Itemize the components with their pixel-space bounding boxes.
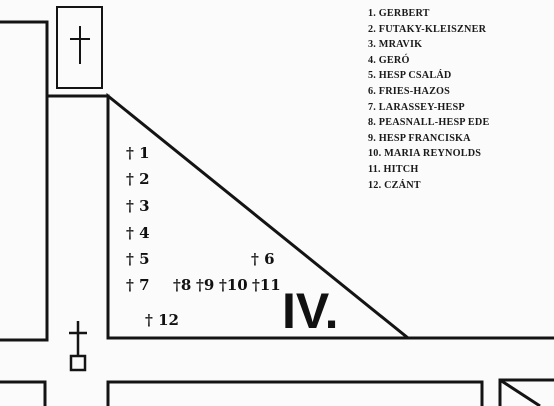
grave-marker-6: † 6 [251,250,275,268]
legend-item: 3. MRAVIK [368,39,423,51]
grave-marker-3: † 3 [126,197,150,215]
legend-item: 8. PEASNALL-HESP EDE [368,117,490,129]
grave-markers: † 1 † 2 † 3 † 4 † 5 † 6 † 7 †8 †9 †10†11 † 12 [126,144,281,329]
grave-marker-7: † 7 [126,276,150,294]
legend-item: 4. GERÓ [368,54,410,66]
legend-item: 12. CZÁNT [368,179,421,191]
left-block [0,94,110,342]
bottom-middle-block [106,380,484,406]
bottom-left-block [0,380,47,406]
grave-marker-9: †9 [196,276,214,294]
grave-legend: 1. GERBERT 2. FUTAKY-KLEISZNER 3. MRAVIK… [368,6,489,193]
legend-item: 6. FRIES-HAZOS [368,85,451,97]
cross-icon [69,321,87,372]
grave-marker-1: † 1 [126,144,150,162]
grave-marker-10: †10 [219,276,248,294]
legend-item: 11. HITCH [368,163,419,175]
chapel-box [56,6,103,89]
legend-item: 10. MARIA REYNOLDS [368,148,482,160]
grave-marker-4: † 4 [126,224,150,242]
grave-marker-5: † 5 [126,250,150,268]
legend-item: 5. HESP CSALÁD [368,70,452,82]
top-left-block [0,20,49,96]
grave-marker-2: † 2 [126,170,150,188]
legend-item: 7. LARASSEY-HESP [368,101,465,113]
grave-marker-11: †11 [252,276,281,294]
legend-item: 1. GERBERT [368,8,430,19]
cross-icon [70,26,90,64]
legend-item: 9. HESP FRANCISKA [368,132,471,144]
bottom-right-block [498,378,554,406]
section-iv-triangle [106,92,413,340]
grave-marker-12: † 12 [145,311,179,329]
grave-marker-8: †8 [173,276,191,294]
section-label: IV. [282,283,339,339]
legend-item: 2. FUTAKY-KLEISZNER [368,23,487,35]
